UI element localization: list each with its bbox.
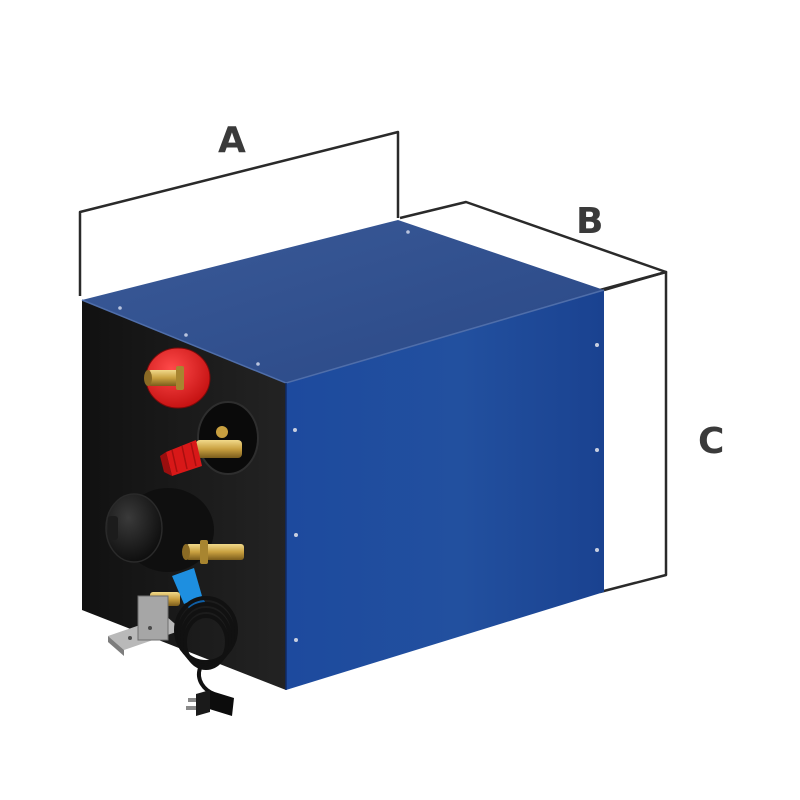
red-valve-knob xyxy=(160,440,202,476)
mounting-bracket xyxy=(108,595,182,656)
dimension-b-label: B xyxy=(576,201,603,242)
tank-side-face xyxy=(286,290,604,690)
front-fittings xyxy=(105,347,259,716)
dimension-lines xyxy=(78,130,668,594)
hot-outlet-fitting xyxy=(144,347,211,409)
dimension-a-bracket xyxy=(78,130,400,296)
tank-top-face xyxy=(82,220,604,383)
dimension-a-label: A xyxy=(218,120,246,161)
top-screws xyxy=(118,230,410,366)
dimension-c-label: C xyxy=(698,421,724,462)
power-plug-icon xyxy=(174,596,238,716)
pressure-valve-fitting xyxy=(160,401,259,476)
dimension-c-bracket xyxy=(599,270,668,594)
side-screws xyxy=(293,343,599,642)
plug-head xyxy=(186,690,234,716)
water-heater-body xyxy=(81,220,605,690)
cold-inlet-fitting xyxy=(182,540,244,564)
